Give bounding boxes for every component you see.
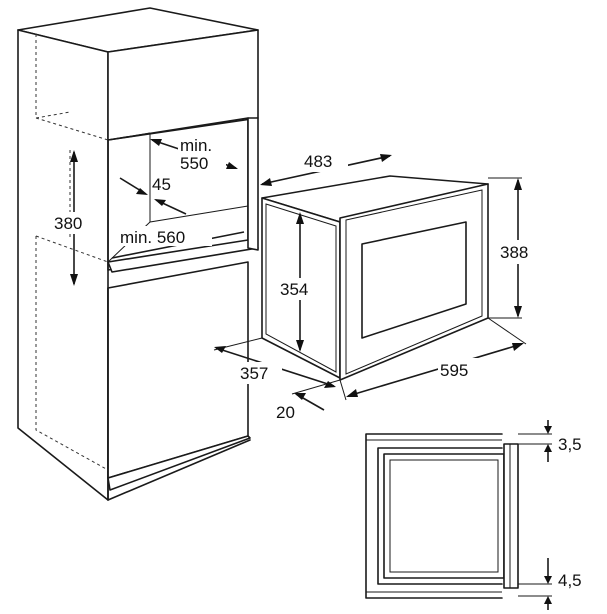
- dim-595-ext-left: [339, 379, 347, 401]
- dim-arrow-388-up: [514, 178, 522, 190]
- label-bg-550: [178, 136, 226, 172]
- label-niche-depth: min. 560: [120, 228, 185, 247]
- cabinet-right-upper: [247, 117, 259, 251]
- dim-arrow-483-a: [260, 178, 272, 186]
- section-oven-body: [383, 453, 505, 579]
- label-oven-body-height: 354: [280, 280, 308, 299]
- label-bg-560: [118, 226, 212, 246]
- hidden-line-lower-top: [35, 235, 109, 263]
- dim-arrow-4-5-b: [544, 596, 552, 604]
- dim-arrow-595-a: [346, 389, 358, 397]
- dim-oven-width-line: [347, 343, 523, 397]
- dim-arrow-388-down: [514, 306, 522, 318]
- label-bg-357: [238, 362, 282, 384]
- dim-arrow-550-left: [150, 139, 162, 146]
- cabinet-left-side: [17, 29, 109, 501]
- section-oven-inner: [389, 459, 499, 573]
- section-detail: 3,5 4,5: [365, 420, 582, 610]
- section-inner-frame: [377, 447, 503, 585]
- label-oven-front-height: 388: [500, 243, 528, 262]
- oven-door-inner: [345, 189, 483, 375]
- dim-arrow-up: [70, 150, 78, 162]
- dim-arrow-357-a: [214, 346, 226, 353]
- dim-arrow-3-5-b: [544, 444, 552, 452]
- cabinet-plinth: [107, 435, 251, 491]
- label-bottom-gap: 4,5: [558, 571, 582, 590]
- dim-arrow-354-down: [296, 340, 304, 352]
- oven-unit: 483 354 388 595 357 20: [213, 150, 542, 422]
- label-niche-height: 380: [54, 214, 82, 233]
- dim-arrow-550-right: [226, 162, 238, 169]
- dim-arrow-483-b: [380, 154, 392, 162]
- dim-595-ext-right: [487, 317, 527, 345]
- oven-window: [361, 221, 467, 339]
- section-outer-frame: [365, 433, 503, 599]
- dim-arrow-45-b: [154, 199, 166, 206]
- label-front-offset: 20: [276, 403, 295, 422]
- label-top-gap: 3,5: [558, 435, 582, 454]
- label-bg-354: [278, 278, 322, 300]
- label-bg-483: [302, 150, 348, 172]
- label-oven-width: 595: [440, 361, 468, 380]
- dim-arrow-down: [70, 274, 78, 286]
- niche-top-edge: [107, 132, 151, 141]
- label-cabinet-width-prefix: min.: [180, 136, 212, 155]
- label-bg-380: [52, 212, 96, 234]
- cabinet-base-edge: [107, 439, 251, 501]
- oven-body-edge: [265, 203, 337, 373]
- section-oven-front: [503, 443, 519, 589]
- label-bg-388: [498, 240, 542, 264]
- dim-arrow-595-b: [512, 343, 524, 351]
- dim-arrow-357-b: [324, 381, 336, 388]
- hidden-line-lower: [35, 236, 109, 471]
- label-bg-595: [438, 358, 484, 380]
- dim-arrow-3-5-a: [544, 426, 552, 434]
- tall-cabinet: 380 min. 550 45 min. 560: [17, 7, 259, 501]
- label-depth-45: 45: [152, 175, 171, 194]
- label-cabinet-width: 550: [180, 154, 208, 173]
- label-side-depth: 357: [240, 364, 268, 383]
- dim-arrow-354-up: [296, 212, 304, 224]
- dim-arrow-20: [294, 393, 306, 400]
- dim-arrow-4-5-a: [544, 576, 552, 584]
- label-oven-depth: 483: [304, 152, 332, 171]
- dim-arrow-45-a: [136, 188, 148, 195]
- dim-20-ext: [291, 379, 341, 395]
